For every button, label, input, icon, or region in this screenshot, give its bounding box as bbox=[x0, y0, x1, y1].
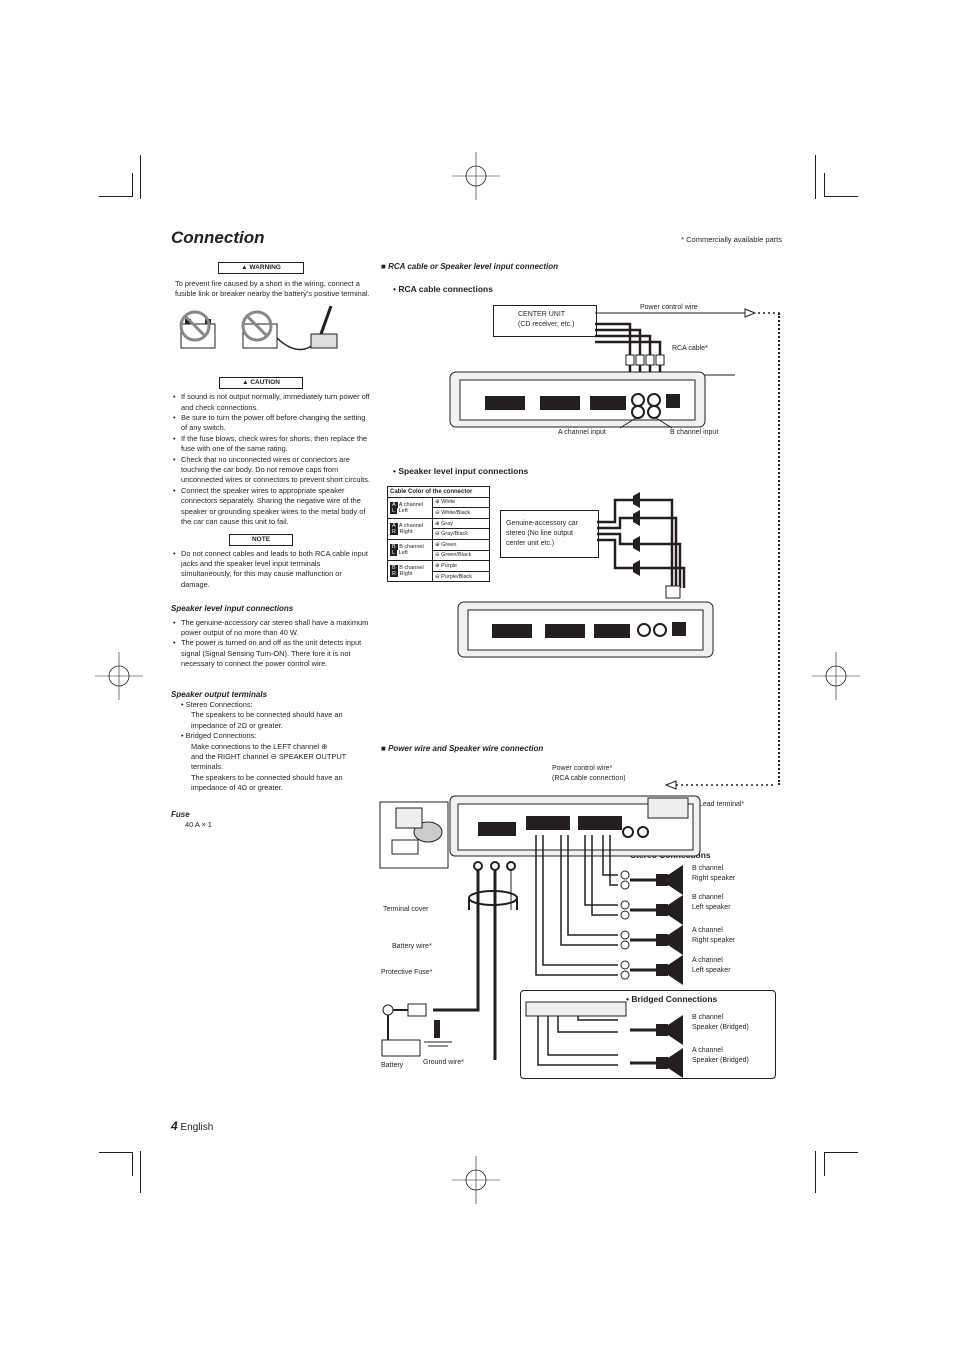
page-footer: 4 English bbox=[171, 1119, 214, 1133]
registration-mark bbox=[452, 152, 500, 200]
battery-label: Battery bbox=[381, 1062, 404, 1069]
speaker-input-list: The genuine-accessory car stereo shall h… bbox=[171, 618, 371, 670]
list-item: The power is turned on and off as the un… bbox=[171, 638, 371, 669]
left-column: ▲ WARNING To prevent fire caused by a sh… bbox=[171, 262, 371, 830]
crop-mark bbox=[824, 196, 858, 197]
bridged-text: Make connections to the LEFT channel ⊕ a… bbox=[191, 741, 347, 793]
crop-mark bbox=[824, 173, 825, 197]
list-item: The genuine-accessory car stereo shall h… bbox=[171, 618, 371, 639]
registration-mark bbox=[95, 652, 143, 700]
minus-icon: ⊖ bbox=[270, 752, 277, 761]
fuse-heading: Fuse bbox=[171, 809, 190, 819]
warning-text: To prevent fire caused by a short in the… bbox=[175, 279, 370, 299]
power-control-label: Power control wire bbox=[640, 304, 698, 311]
fuse-value: 40 A × 1 bbox=[185, 820, 212, 830]
commercial-note: * Commercially available parts bbox=[681, 235, 782, 244]
list-item: Be sure to turn the power off before cha… bbox=[171, 413, 371, 434]
bridged-label: • Bridged Connections: bbox=[181, 731, 257, 741]
power-wiring-diagram bbox=[379, 780, 776, 1078]
crop-mark bbox=[824, 1152, 858, 1153]
speaker-level-diagram bbox=[457, 492, 714, 658]
rca-cable-label: RCA cable* bbox=[672, 345, 708, 352]
crop-mark bbox=[132, 1152, 133, 1176]
caution-label: ▲ CAUTION bbox=[219, 377, 303, 390]
cable-color-table: Cable Color of the connector A A channel… bbox=[387, 486, 490, 583]
ground-wire-label: Ground wire* bbox=[423, 1059, 464, 1066]
power-section-heading: ■ Power wire and Speaker wire connection bbox=[381, 744, 544, 753]
speaker-input-heading: Speaker level input connections bbox=[171, 604, 294, 614]
rca-sub-heading: • RCA cable connections bbox=[393, 284, 493, 294]
list-item: Check that no unconnected wires or conne… bbox=[171, 455, 371, 486]
crop-mark bbox=[815, 1151, 816, 1193]
table-header: Cable Color of the connector bbox=[387, 486, 490, 498]
output-heading: Speaker output terminals bbox=[171, 689, 268, 699]
caution-list: If sound is not output normally, immedia… bbox=[171, 392, 371, 527]
crop-mark bbox=[824, 1152, 825, 1176]
dotted-connector bbox=[778, 313, 782, 785]
note-label: NOTE bbox=[228, 533, 294, 546]
stereo-label: • Stereo Connections: bbox=[181, 699, 253, 709]
stereo-text: The speakers to be connected should have… bbox=[191, 710, 343, 730]
crop-mark bbox=[140, 1151, 141, 1193]
list-item: If sound is not output normally, immedia… bbox=[171, 392, 371, 413]
crop-mark bbox=[140, 155, 141, 199]
crop-mark bbox=[99, 1152, 133, 1153]
b-input-label: B channel input bbox=[670, 429, 719, 436]
battery-warning-illustration bbox=[179, 305, 338, 350]
crop-mark bbox=[99, 196, 133, 197]
genuine-stereo-box: Genuine-accessory car stereo (No line ou… bbox=[500, 510, 599, 558]
list-item: Connect the speaker wires to appropriate… bbox=[171, 486, 371, 528]
a-input-label: A channel input bbox=[558, 429, 606, 436]
registration-mark bbox=[812, 652, 860, 700]
rca-section-heading: ■ RCA cable or Speaker level input conne… bbox=[381, 262, 559, 271]
bridged-connections-heading: • Bridged Connections bbox=[626, 994, 718, 1004]
power-control-wire-label: Power control wire*(RCA cable connection… bbox=[552, 765, 626, 782]
plus-icon: ⊕ bbox=[321, 741, 328, 751]
note-list: Do not connect cables and leads to both … bbox=[171, 549, 371, 591]
speaker-sub-heading: • Speaker level input connections bbox=[393, 466, 529, 476]
terminal-cover-label: Terminal cover bbox=[383, 906, 429, 913]
list-item: Do not connect cables and leads to both … bbox=[171, 549, 371, 591]
warning-label: ▲ WARNING bbox=[218, 262, 304, 274]
center-unit-box: CENTER UNIT (CD receiver, etc.) bbox=[493, 305, 597, 337]
rca-diagram bbox=[449, 308, 780, 429]
registration-mark bbox=[452, 1156, 500, 1204]
battery-wire-label: Battery wire* bbox=[392, 943, 432, 950]
crop-mark bbox=[815, 155, 816, 199]
lead-terminal-label: Lead terminal* bbox=[699, 801, 745, 808]
protective-fuse-label: Protective Fuse* bbox=[381, 969, 433, 976]
list-item: If the fuse blows, check wires for short… bbox=[171, 434, 371, 455]
crop-mark bbox=[132, 173, 133, 197]
page-title: Connection bbox=[171, 228, 265, 247]
